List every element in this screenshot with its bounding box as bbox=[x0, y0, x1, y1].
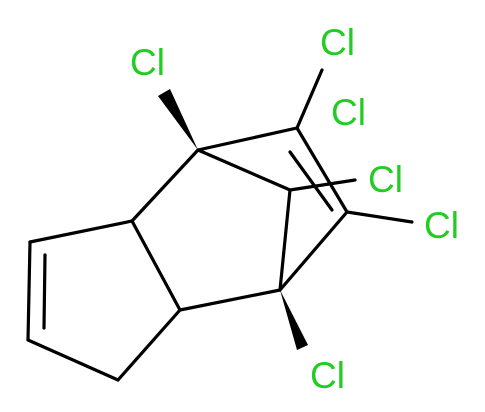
norbornene-cage bbox=[130, 126, 349, 312]
bond-ring-bottom-right bbox=[116, 308, 182, 382]
wedge-bond-bottom-cl bbox=[280, 290, 308, 350]
bond-cage-left-lower bbox=[178, 288, 282, 312]
chlorine-label-bottom: Cl bbox=[310, 355, 345, 396]
chlorine-label-right: Cl bbox=[424, 205, 459, 246]
bond-mid-right-cl bbox=[288, 178, 357, 192]
bond-cage-right-lower bbox=[278, 210, 349, 292]
bond-cage-left-upper bbox=[130, 148, 200, 223]
bond-cage-double-outer bbox=[295, 126, 349, 214]
atom-labels: Cl Cl Cl Cl Cl Cl bbox=[130, 22, 459, 396]
wedge-bond-top-left-cl bbox=[158, 89, 198, 150]
bond-cage-top bbox=[196, 126, 299, 152]
chlorine-label-top-left: Cl bbox=[130, 42, 165, 83]
bond-ring-bottom-left bbox=[26, 338, 120, 382]
chlorine-label-mid-right: Cl bbox=[368, 159, 403, 200]
cyclopentene-ring bbox=[26, 219, 182, 382]
bond-ring-double-inner bbox=[42, 253, 47, 330]
bond-bridge-lower bbox=[278, 188, 292, 292]
chlorine-label-mid-upper: Cl bbox=[331, 92, 366, 133]
chlorine-label-top-right: Cl bbox=[320, 22, 355, 63]
bond-top-right-cl bbox=[295, 68, 324, 130]
bond-cage-double-inner bbox=[288, 150, 334, 212]
bond-ring-top bbox=[28, 219, 134, 244]
bond-ring-fusion bbox=[130, 219, 182, 312]
bond-right-cl bbox=[345, 210, 414, 224]
bond-ring-double-outer bbox=[26, 240, 32, 342]
bond-bridge-upper bbox=[196, 148, 292, 192]
substituent-bonds bbox=[158, 68, 414, 350]
